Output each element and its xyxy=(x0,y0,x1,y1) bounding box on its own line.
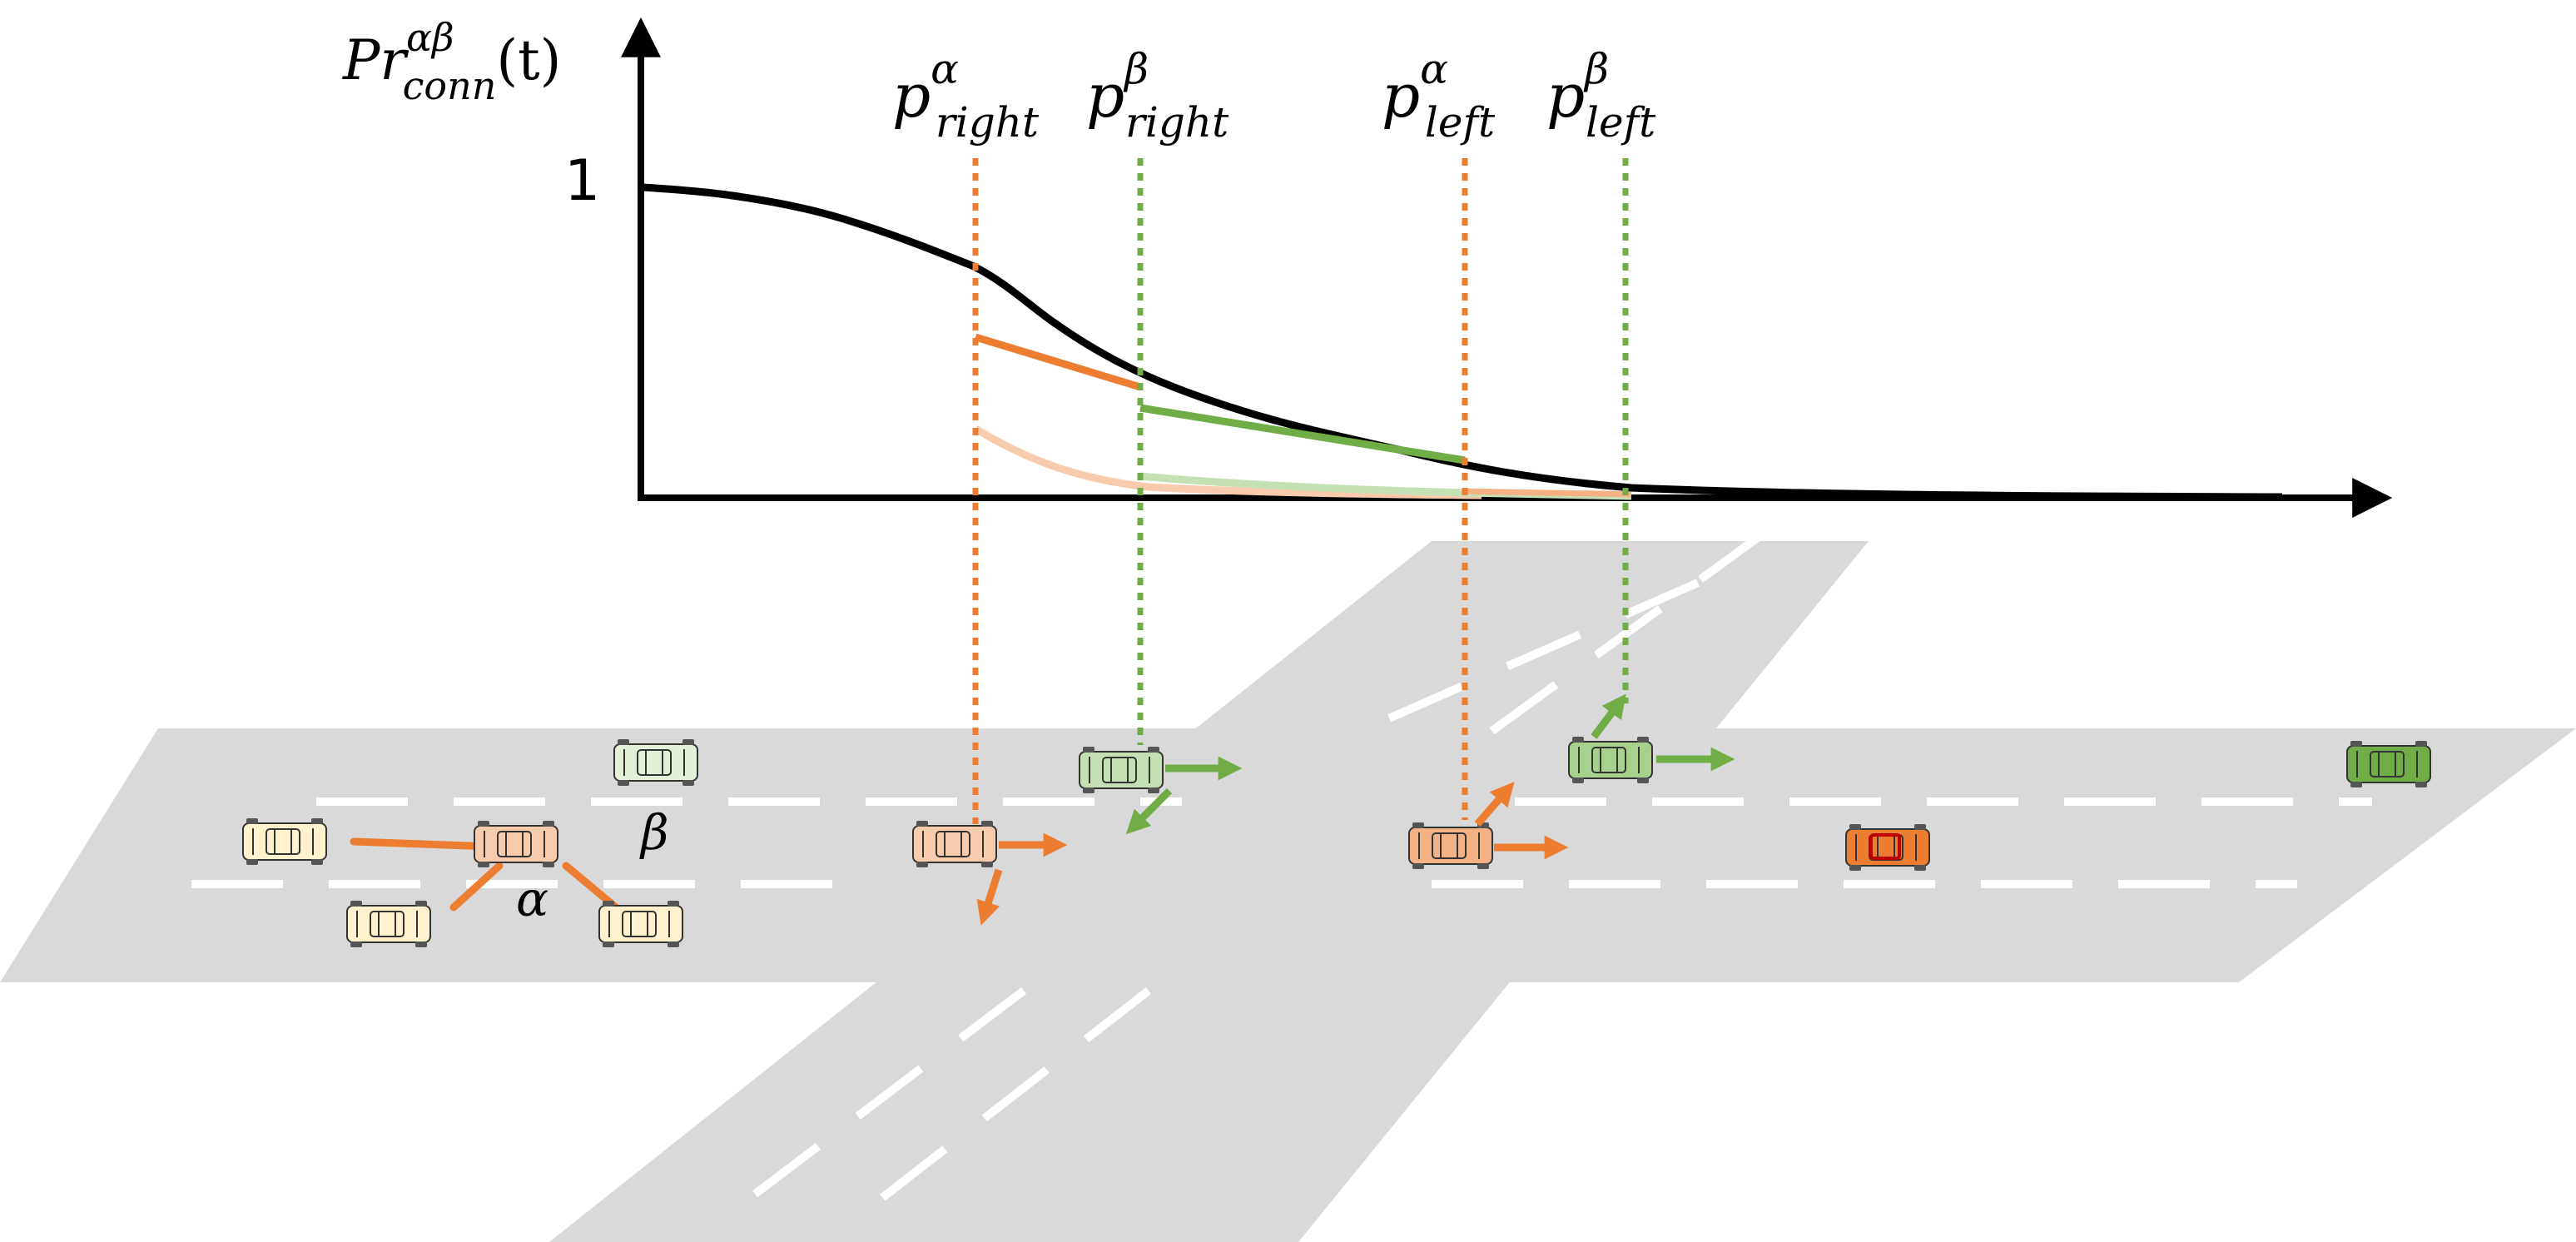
car-highlight xyxy=(1869,833,1901,860)
alpha-tail-curve xyxy=(1464,488,1632,498)
car-icon xyxy=(1079,746,1164,794)
y-tick-one: 1 xyxy=(564,148,600,214)
car-icon-alpha xyxy=(474,820,558,868)
car-icon xyxy=(1568,736,1653,784)
car-icon xyxy=(1408,822,1493,870)
alpha-faded-curve xyxy=(973,425,1482,499)
arrow-icon xyxy=(1474,782,1515,827)
car-icon xyxy=(912,820,997,868)
arrow-icon xyxy=(1591,693,1626,739)
beta-segment xyxy=(1139,404,1466,465)
total-connectivity-curve xyxy=(642,183,2283,501)
car-icon xyxy=(346,900,431,948)
main-road xyxy=(0,728,2576,982)
crossing-lane-markings xyxy=(712,529,1767,1227)
arrow-icon xyxy=(976,868,1003,926)
vehicle-beta-label: β xyxy=(639,804,669,861)
arrow-icon xyxy=(1125,787,1173,835)
car-icon-beta xyxy=(613,738,698,787)
alpha-segment xyxy=(974,333,1142,391)
car-icon xyxy=(1845,823,1930,872)
vehicle-alpha-label: α xyxy=(516,871,548,927)
car-icon xyxy=(598,900,683,948)
alpha-links xyxy=(350,837,620,912)
car-icon xyxy=(242,817,327,866)
car-icon xyxy=(2346,740,2431,788)
road-scene: α β xyxy=(0,529,2576,1242)
lane-markings xyxy=(191,797,2372,888)
